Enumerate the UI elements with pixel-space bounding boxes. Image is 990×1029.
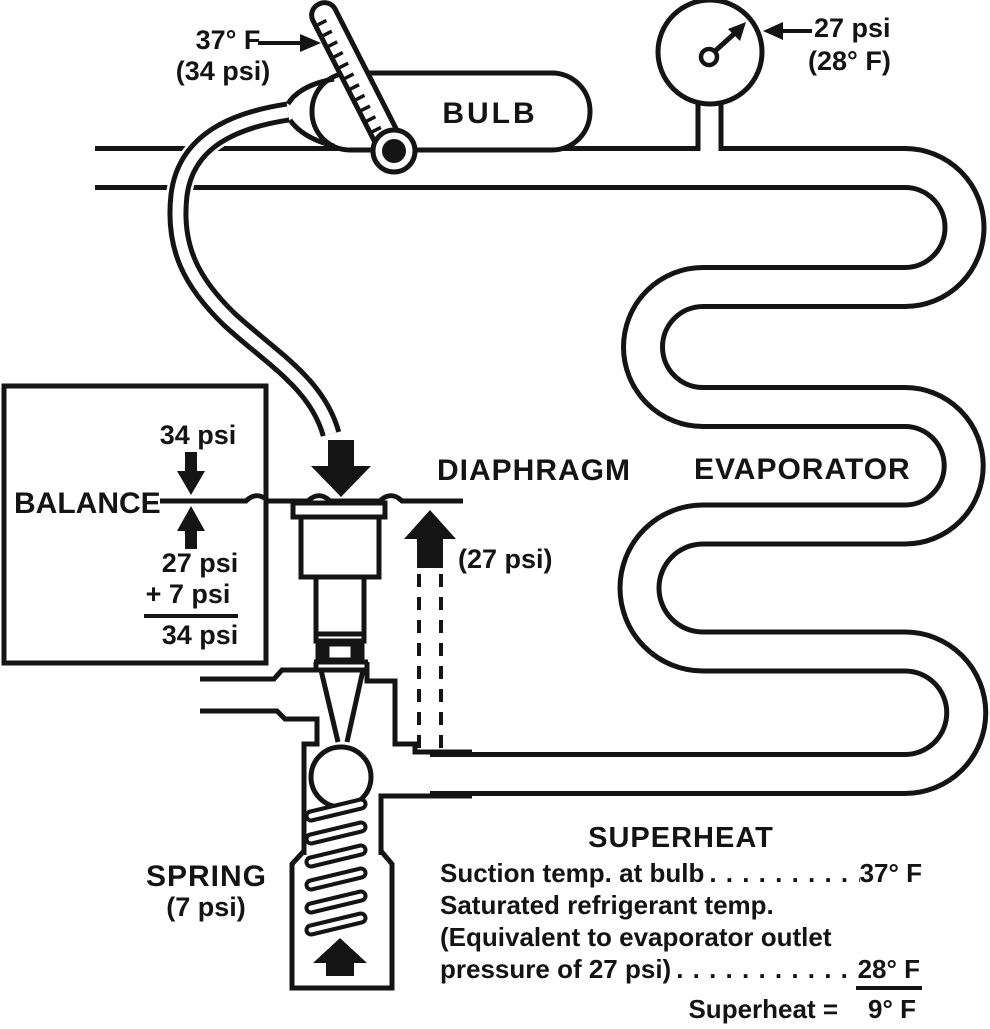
evaporator-coil <box>95 146 989 796</box>
valve-needle-left <box>318 669 341 743</box>
bulb-pressure-label: (34 psi) <box>175 56 271 86</box>
gauge-temp-label: (28° F) <box>808 46 891 76</box>
superheat-row-equivalent: (Equivalent to evaporator outlet <box>440 922 922 953</box>
balance-opposing-pressure: 27 psi <box>161 548 239 578</box>
row-text: (Equivalent to evaporator outlet <box>440 922 832 952</box>
balance-spring-add: + 7 psi <box>145 579 231 609</box>
pressure-gauge-icon <box>655 0 765 152</box>
balance-box <box>1 383 269 666</box>
equalizer-pressure-label: (27 psi) <box>458 544 553 574</box>
outlet-pipe-top <box>364 662 472 755</box>
valve-needle-right <box>344 669 366 743</box>
row-label: pressure of 27 psi) <box>440 954 672 984</box>
spring-housing <box>289 849 395 991</box>
gauge-pressure-label: 27 psi <box>814 13 891 43</box>
gauge-needle-tip <box>728 22 746 41</box>
result-value: 9° F <box>868 994 916 1024</box>
superheat-title: SUPERHEAT <box>588 822 774 854</box>
balance-top-pressure: 34 psi <box>159 420 237 450</box>
row-value: 28° F <box>855 954 922 990</box>
diaphragm-line <box>160 493 463 504</box>
row-value: 37° F <box>859 858 922 888</box>
result-label: Superheat = <box>688 994 839 1024</box>
bulb-temp-label: 37° F <box>195 25 261 55</box>
thermometer-icon <box>309 0 418 175</box>
gauge-hub <box>698 46 720 68</box>
spring-coils <box>304 797 368 937</box>
superheat-row-pressure: pressure of 27 psi). . . . . . . . . . .… <box>440 954 922 990</box>
spring-pressure-label: (7 psi) <box>166 892 246 922</box>
superheat-row-suction: Suction temp. at bulb. . . . . . . . . .… <box>440 858 922 889</box>
superheat-result-row: Superheat = 9° F <box>440 994 922 1025</box>
dot-leader: . . . . . . . . . . . . . . . . . . . . … <box>676 954 855 984</box>
bulb-pressure-arrow-icon <box>311 440 371 497</box>
outlet-pipe-bottom <box>378 793 472 855</box>
row-label: Suction temp. at bulb <box>440 858 705 888</box>
bulb-label: BULB <box>442 97 538 130</box>
balance-up-arrow-icon <box>177 506 205 549</box>
balance-sum: 34 psi <box>161 620 239 650</box>
inlet-pipe-bottom <box>200 708 320 855</box>
row-text: Saturated refrigerant temp. <box>440 890 774 920</box>
inlet-pipe-top <box>200 662 319 682</box>
superheat-row-saturated: Saturated refrigerant temp. <box>440 890 922 921</box>
spring-label: SPRING <box>146 860 268 893</box>
balance-down-arrow-icon <box>177 452 205 495</box>
spring-force-arrow-icon <box>313 938 367 976</box>
balance-label: BALANCE <box>14 487 161 520</box>
diaphragm-label: DIAPHRAGM <box>437 454 631 487</box>
evap-pressure-arrow-icon <box>404 510 456 568</box>
valve-body <box>200 662 472 991</box>
gauge-label-arrow <box>763 22 812 40</box>
dot-leader: . . . . . . . . . . . . . . . . . . . . … <box>709 858 859 888</box>
evaporator-label: EVAPORATOR <box>694 453 911 486</box>
valve-stem-assembly <box>290 500 388 743</box>
bulb-temp-arrow <box>258 34 321 52</box>
capillary-tube <box>164 76 344 438</box>
gauge-needle <box>712 31 737 54</box>
equalizer-dashed-lines <box>417 574 443 748</box>
